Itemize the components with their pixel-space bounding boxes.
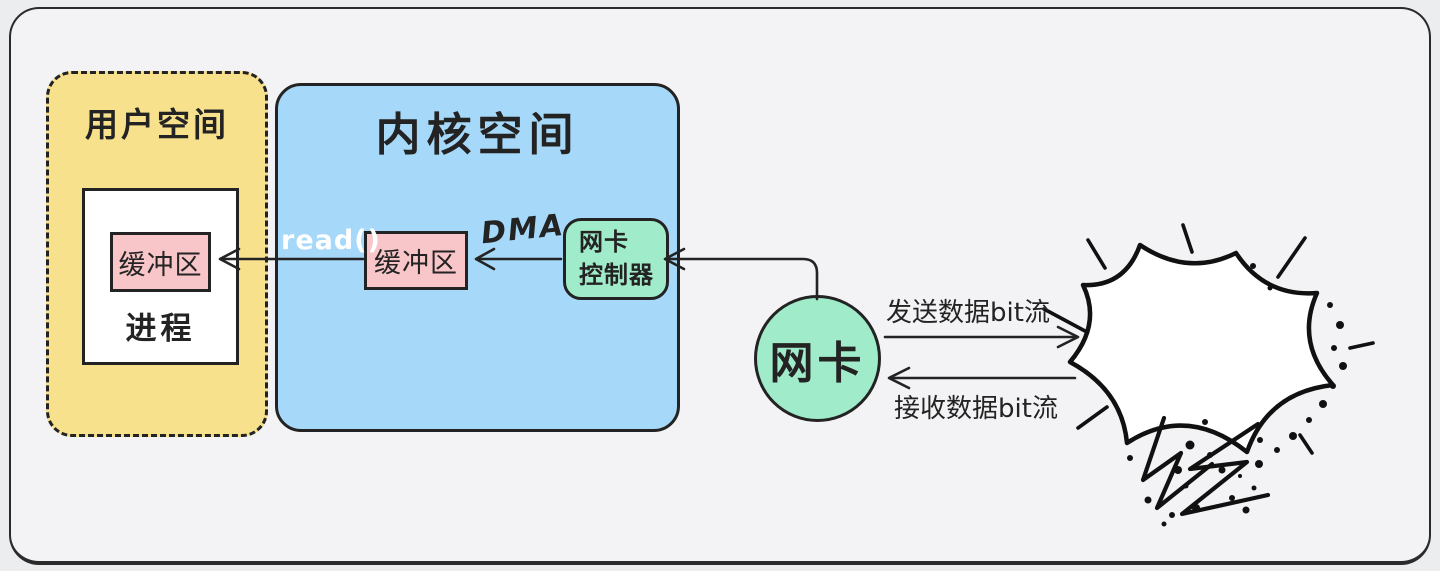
user-space-title: 用户空间 [85, 105, 229, 144]
user-space-box: 用户空间 缓冲区 进程 [46, 71, 268, 437]
kernel-space-box: 内核空间 缓冲区 网卡 控制器 [275, 83, 680, 432]
kernel-buffer-box: 缓冲区 [364, 231, 468, 290]
nic-controller-box: 网卡 控制器 [563, 218, 669, 300]
nic-controller-label-line2: 控制器 [579, 261, 654, 289]
nic-controller-label-line1: 网卡 [579, 227, 629, 256]
process-box: 缓冲区 进程 [82, 188, 239, 365]
user-buffer-label: 缓冲区 [118, 249, 203, 281]
kernel-space-title: 内核空间 [375, 108, 580, 161]
kernel-buffer-label: 缓冲区 [374, 248, 458, 279]
nic-label: 网卡 [769, 337, 866, 389]
receive-bitstream-label: 接收数据bit流 [894, 394, 1058, 424]
nic-circle: 网卡 [754, 295, 881, 422]
user-buffer-box: 缓冲区 [110, 232, 211, 292]
process-label: 进程 [125, 311, 196, 347]
send-bitstream-label: 发送数据bit流 [886, 298, 1050, 328]
read-call-label: read() [281, 225, 381, 256]
